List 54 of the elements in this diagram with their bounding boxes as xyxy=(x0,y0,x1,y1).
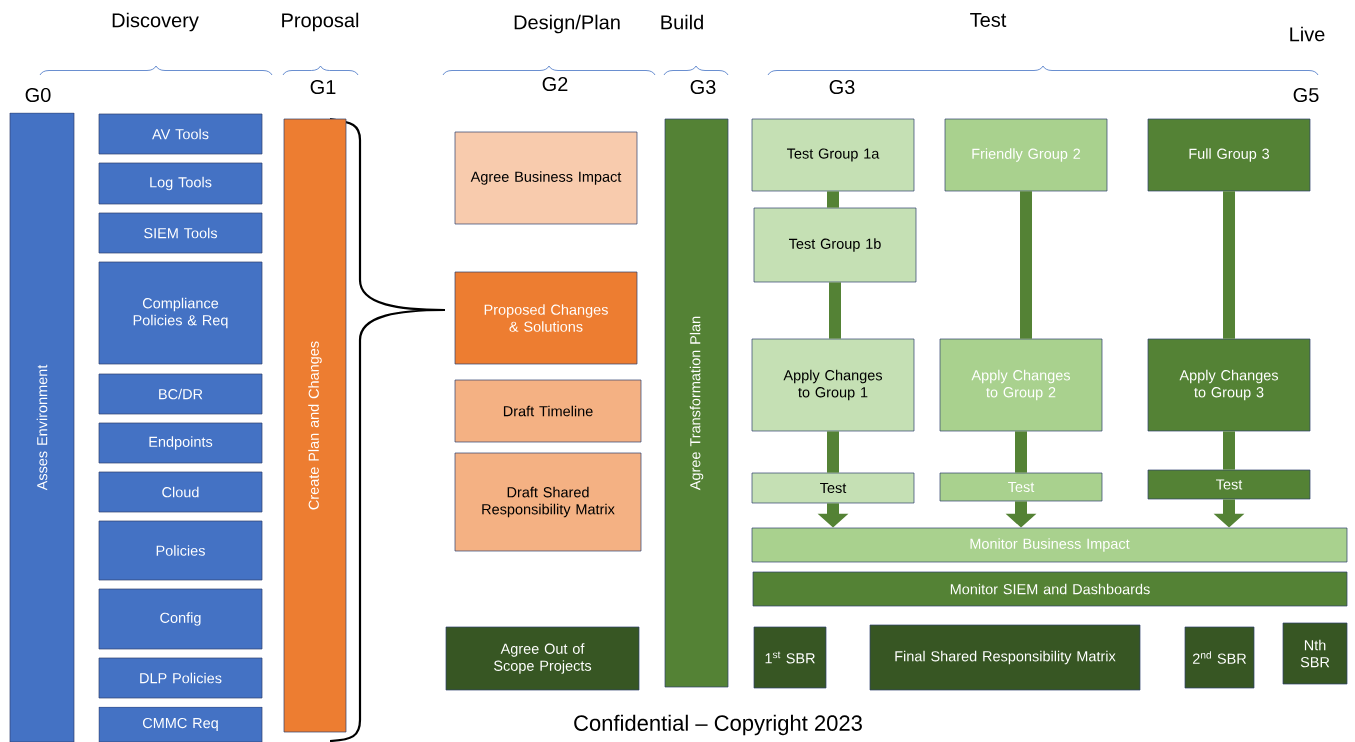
phase-label: Build xyxy=(661,14,703,30)
task-box: Endpoints xyxy=(98,422,263,464)
monitor-bar: Monitor Business Impact xyxy=(751,527,1348,563)
review-box: 2$^{nd}$ SBR xyxy=(1184,626,1255,689)
phase-label: Live xyxy=(1290,26,1325,42)
task-box: Final Shared Responsibility Matrix xyxy=(869,624,1141,691)
task-box: SIEM Tools xyxy=(98,212,263,254)
group-box: Full Group 3 xyxy=(1147,118,1311,192)
task-box: Agree Out of Scope Projects xyxy=(445,626,640,691)
test-box: Test xyxy=(1147,469,1311,500)
task-box: Apply Changes to Group 3 xyxy=(1147,338,1311,432)
review-box: Nth SBR xyxy=(1282,622,1348,685)
gate-label: G2 xyxy=(542,76,568,92)
task-box: Compliance Policies & Req xyxy=(98,261,263,365)
phase-label: Design/Plan xyxy=(514,14,620,34)
group-box: Test Group 1a xyxy=(751,118,915,192)
gate-label: G3 xyxy=(690,79,716,95)
task-box: Cloud xyxy=(98,471,263,513)
gate-label: G0 xyxy=(25,87,51,103)
task-box: Agree Business Impact xyxy=(454,131,638,225)
gate-label: G3 xyxy=(829,79,855,95)
test-box: Test xyxy=(939,472,1103,502)
task-box: Config xyxy=(98,588,263,650)
phase-bar: Create Plan and Changes xyxy=(283,118,347,733)
task-box: Draft Timeline xyxy=(454,379,642,443)
phase-label: Proposal xyxy=(282,12,359,32)
group-box: Friendly Group 2 xyxy=(944,118,1108,192)
task-box: Policies xyxy=(98,520,263,581)
test-box: Test xyxy=(751,472,915,504)
connector xyxy=(1020,191,1032,339)
task-box: BC/DR xyxy=(98,373,263,415)
footer-text: Confidential – Copyright 2023 xyxy=(574,714,862,736)
task-box: Log Tools xyxy=(98,162,263,205)
phase-bar: Asses Environment xyxy=(9,112,75,742)
task-box: Apply Changes to Group 1 xyxy=(751,338,915,432)
task-box: Draft Shared Responsibility Matrix xyxy=(454,452,642,552)
task-box: Proposed Changes & Solutions xyxy=(454,271,638,365)
monitor-bar: Monitor SIEM and Dashboards xyxy=(752,571,1348,607)
gate-label: G5 xyxy=(1293,87,1319,103)
gate-label: G1 xyxy=(310,79,336,95)
phase-label: Test xyxy=(970,13,1007,27)
connector xyxy=(827,191,839,208)
group-box: Test Group 1b xyxy=(753,207,917,283)
phase-bar: Agree Transformation Plan xyxy=(664,118,729,688)
phase-label: Discovery xyxy=(112,12,199,32)
review-box: 1$^{st}$ SBR xyxy=(753,626,827,689)
task-box: Apply Changes to Group 2 xyxy=(939,338,1103,432)
connector xyxy=(1223,431,1235,470)
task-box: CMMC Req xyxy=(98,706,263,742)
task-box: DLP Policies xyxy=(98,657,263,699)
connector xyxy=(1223,191,1235,339)
connector xyxy=(829,282,841,339)
task-box: AV Tools xyxy=(98,113,263,155)
connector xyxy=(1015,431,1027,473)
